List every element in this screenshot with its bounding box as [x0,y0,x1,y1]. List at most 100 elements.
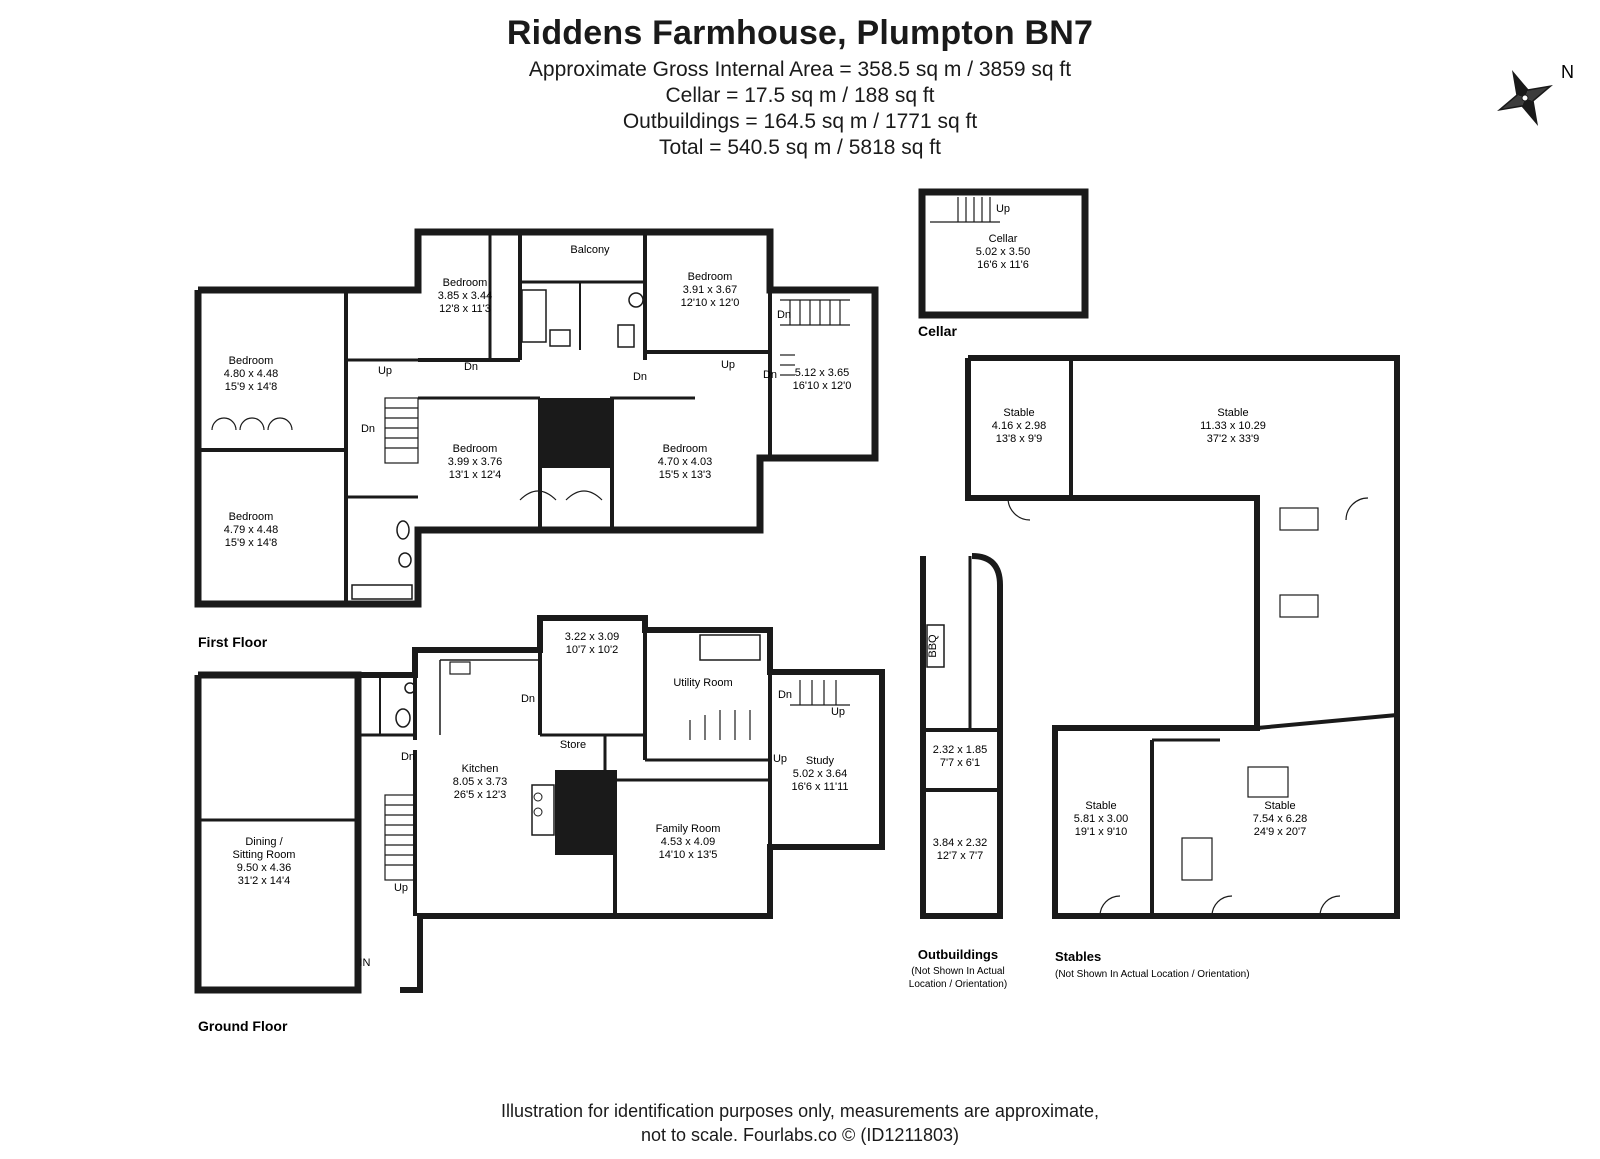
stair-down-label: Dn [763,369,777,381]
room-size-imperial: 12'7 x 7'7 [937,850,983,862]
stair-up-label: Up [378,365,392,377]
room-name: Bedroom [229,511,274,523]
bbq-label: BBQ [927,634,939,658]
room-size-metric: 5.12 x 3.65 [795,367,849,379]
room-size-metric: 7.54 x 6.28 [1253,813,1307,825]
outbuildings-note: (Not Shown In Actual [911,966,1004,977]
cellar-floor-label: Cellar [918,323,957,339]
disclaimer-line-2: not to scale. Fourlabs.co © (ID1211803) [640,1125,960,1145]
room-name: Bedroom [443,277,488,289]
room-size-imperial: 19'1 x 9'10 [1075,826,1128,838]
room-name: Dining / [245,836,283,848]
room-size-metric: 3.91 x 3.67 [683,284,737,296]
room-size-metric: 5.81 x 3.00 [1074,813,1128,825]
outbuildings-label: Outbuildings [918,947,998,962]
room-name: Cellar [989,233,1018,245]
ground-floor-plan [194,615,885,994]
room-size-imperial: 31'2 x 14'4 [238,875,291,887]
room-size-imperial: 10'7 x 10'2 [566,644,619,656]
room-size-imperial: 15'9 x 14'8 [225,537,278,549]
room-name: Bedroom [229,355,274,367]
entrance-label: IN [360,957,371,969]
room-size-metric: 4.79 x 4.48 [224,524,278,536]
balcony-label: Balcony [570,244,610,256]
room-size-metric: 2.32 x 1.85 [933,744,987,756]
stables-note: (Not Shown In Actual Location / Orientat… [1055,969,1250,980]
room-size-metric: 3.85 x 3.44 [438,290,492,302]
room-size-metric: 3.99 x 3.76 [448,456,502,468]
ground-floor-labels: Dining / Sitting Room 9.50 x 4.36 31'2 x… [233,631,849,969]
stair-down-label: Dn [777,309,791,321]
room-name: Utility Room [673,677,732,689]
room-size-metric: 4.16 x 2.98 [992,420,1046,432]
gross-area-line: Approximate Gross Internal Area = 358.5 … [528,58,1072,81]
stair-down-label: Dn [361,423,375,435]
room-name: Stable [1217,407,1248,419]
first-floor-label: First Floor [198,634,268,650]
room-name: Bedroom [663,443,708,455]
cellar-area-line: Cellar = 17.5 sq m / 188 sq ft [665,84,935,107]
compass-label: N [1561,62,1574,82]
room-size-imperial: 7'7 x 6'1 [940,757,980,769]
room-size-imperial: 14'10 x 13'5 [659,849,718,861]
room-name: Kitchen [462,763,499,775]
stair-up-label: Up [831,706,845,718]
room-size-metric: 3.84 x 2.32 [933,837,987,849]
room-name: Stable [1003,407,1034,419]
first-floor-labels: Bedroom 4.80 x 4.48 15'9 x 14'8 Bedroom … [224,244,852,549]
room-size-imperial: 16'10 x 12'0 [793,380,852,392]
room-size-imperial: 12'10 x 12'0 [681,297,740,309]
outbuildings-plan [920,553,1003,919]
room-name: Bedroom [453,443,498,455]
room-size-metric: 4.53 x 4.09 [661,836,715,848]
room-name: Store [560,739,586,751]
room-name: Bedroom [688,271,733,283]
stair-up-label: Up [394,882,408,894]
outbuildings-note: Location / Orientation) [909,979,1007,990]
room-size-imperial: 16'6 x 11'11 [791,781,848,793]
room-size-imperial: 15'5 x 13'3 [659,469,712,481]
room-size-imperial: 13'1 x 12'4 [449,469,502,481]
room-size-metric: 3.22 x 3.09 [565,631,619,643]
room-size-metric: 5.02 x 3.64 [793,768,847,780]
stair-down-label: Dn [464,361,478,373]
stair-down-label: Dn [521,693,535,705]
room-name: Study [806,755,835,767]
stair-up-label: Up [721,359,735,371]
stables-labels: Stable 4.16 x 2.98 13'8 x 9'9 Stable 11.… [992,407,1307,838]
room-size-metric: 11.33 x 10.29 [1200,420,1266,432]
plan-title: Riddens Farmhouse, Plumpton BN7 [506,14,1094,52]
room-size-imperial: 37'2 x 33'9 [1207,433,1260,445]
outbuildings-labels: BBQ 2.32 x 1.85 7'7 x 6'1 3.84 x 2.32 12… [927,634,987,862]
total-area-line: Total = 540.5 sq m / 5818 sq ft [659,136,941,159]
room-size-metric: 9.50 x 4.36 [237,862,291,874]
stair-up-label: Up [996,203,1010,215]
room-size-imperial: 16'6 x 11'6 [977,259,1029,271]
disclaimer-line-1: Illustration for identification purposes… [501,1101,1099,1121]
room-name: Stable [1264,800,1295,812]
ground-floor-label: Ground Floor [198,1018,288,1034]
room-size-imperial: 26'5 x 12'3 [454,789,507,801]
cellar-labels: Up Cellar 5.02 x 3.50 16'6 x 11'6 [976,203,1030,271]
room-size-imperial: 24'9 x 20'7 [1254,826,1307,838]
room-size-imperial: 15'9 x 14'8 [225,381,278,393]
compass-icon [1497,70,1553,126]
room-size-metric: 5.02 x 3.50 [976,246,1030,258]
room-size-metric: 4.70 x 4.03 [658,456,712,468]
stair-down-label: Dn [633,371,647,383]
first-floor-plan [194,228,879,608]
outbuildings-area-line: Outbuildings = 164.5 sq m / 1771 sq ft [622,110,978,133]
room-size-metric: 4.80 x 4.48 [224,368,278,380]
room-size-imperial: 12'8 x 11'3 [439,303,491,315]
stair-up-label: Up [773,753,787,765]
stair-down-label: Dn [401,751,415,763]
room-name: Family Room [656,823,721,835]
stables-plan [965,355,1400,919]
room-name: Stable [1085,800,1116,812]
room-name: Sitting Room [233,849,296,861]
stables-label: Stables [1055,949,1101,964]
cellar-plan [918,188,1089,319]
room-size-metric: 8.05 x 3.73 [453,776,507,788]
room-size-imperial: 13'8 x 9'9 [996,433,1042,445]
